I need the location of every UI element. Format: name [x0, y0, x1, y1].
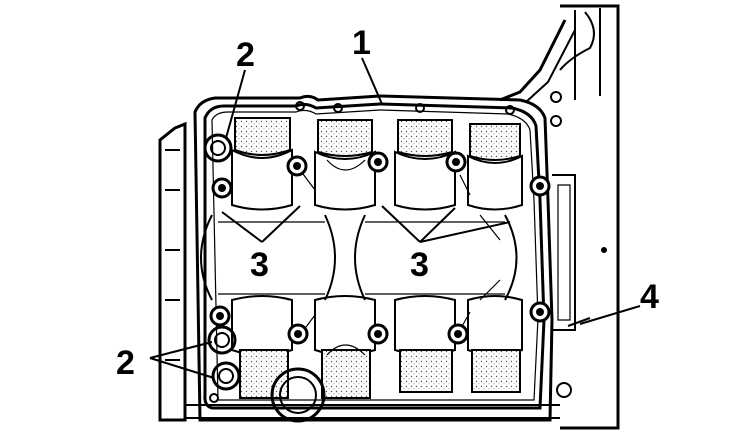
leader-2-bottom: [149, 341, 215, 379]
callout-labels: 1 2 2 3 3 4: [116, 24, 659, 382]
perimeter-bolt: [207, 325, 237, 355]
main-bearing-bolt: [209, 305, 231, 327]
perimeter-bolt: [211, 361, 241, 391]
right-side-rib: [552, 174, 591, 331]
journal-saddles: [200, 117, 523, 399]
callout-2-top: 2: [236, 36, 255, 74]
main-bearing-bolt: [286, 155, 308, 177]
main-bearing-bolt: [445, 151, 467, 173]
main-bearing-bolt: [367, 323, 389, 345]
main-bearing-bolt: [211, 177, 233, 199]
callout-2-bottom: 2: [116, 344, 135, 382]
leader-2-top: [225, 69, 246, 139]
callout-3-left: 3: [250, 246, 269, 284]
main-bearing-bolt: [287, 323, 309, 345]
sealant-bead-line: [203, 102, 546, 410]
bolt-holes: [203, 101, 607, 423]
leader-3-right: [381, 205, 511, 243]
main-bearing-bolt: [529, 175, 551, 197]
callout-3-right: 3: [410, 246, 429, 284]
callout-4: 4: [640, 278, 659, 316]
main-bearing-bolt: [447, 323, 469, 345]
leader-3-left: [221, 205, 301, 243]
leader-1: [361, 57, 383, 105]
main-bearing-bolt: [367, 151, 389, 173]
perimeter-bolt: [203, 133, 233, 163]
leader-4: [579, 305, 641, 325]
block-housing: [158, 4, 620, 430]
main-bearing-bolt: [529, 301, 551, 323]
leader-lines: [149, 57, 641, 379]
callout-1: 1: [352, 24, 371, 62]
